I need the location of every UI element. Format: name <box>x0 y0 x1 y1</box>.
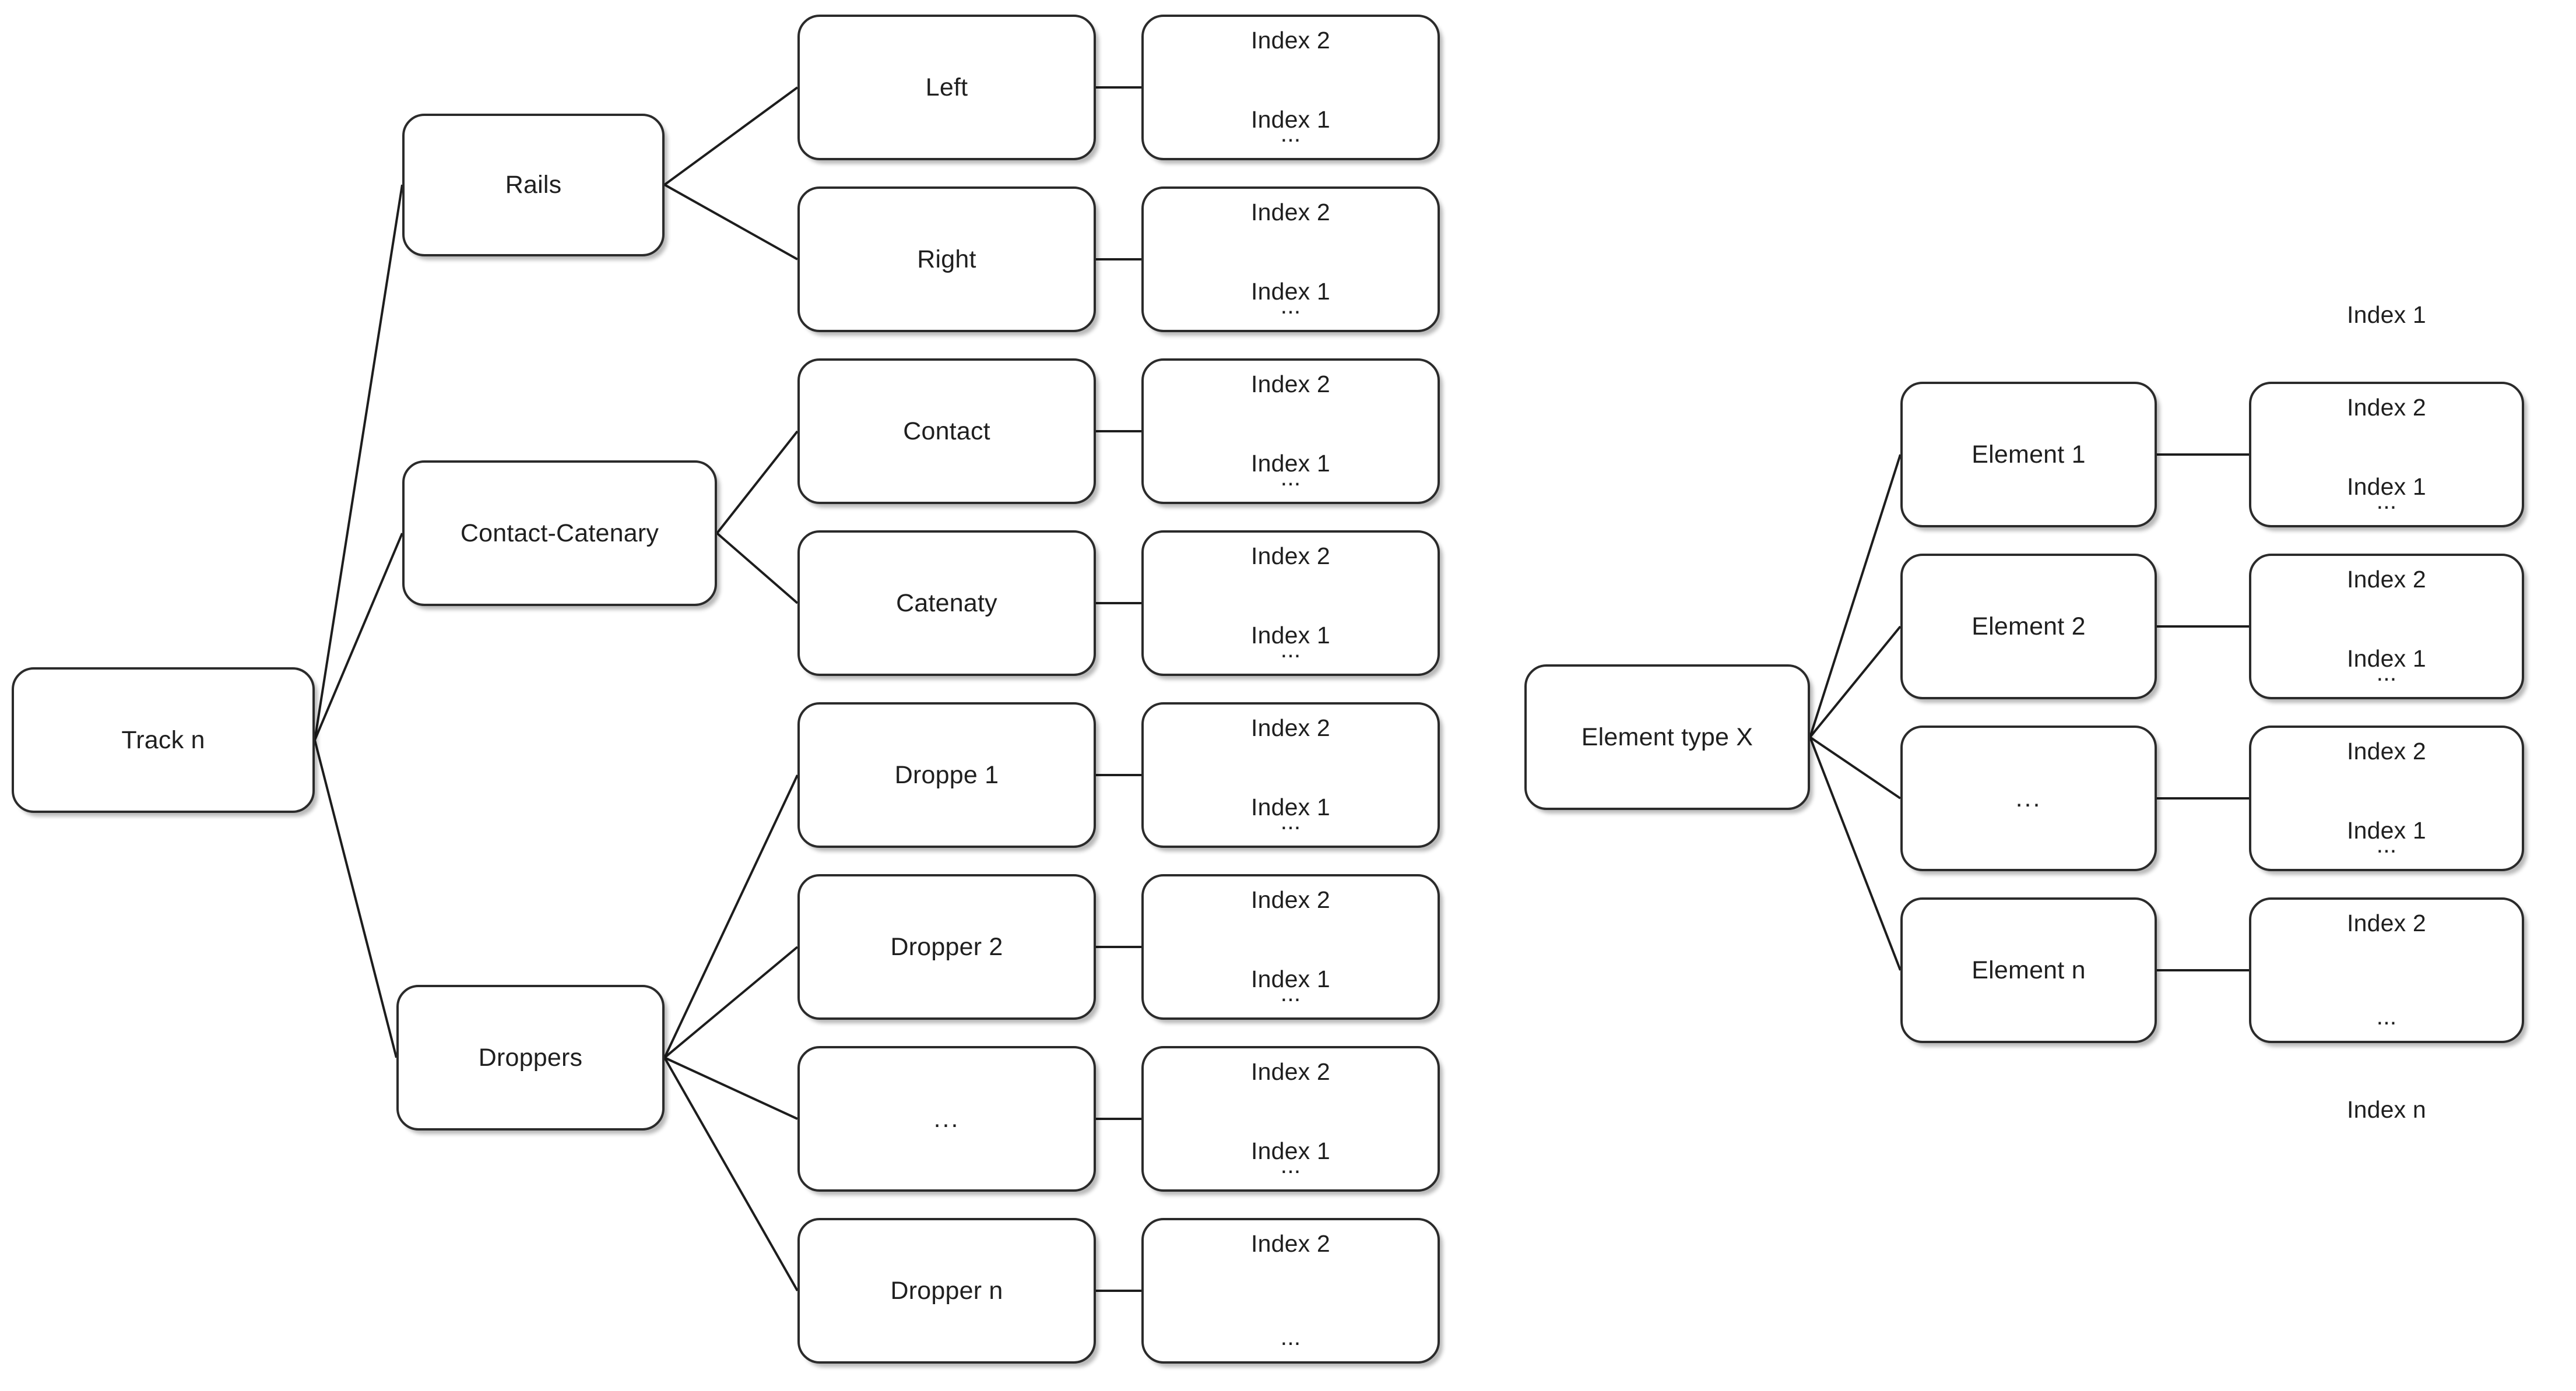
edge-rails-to-right <box>664 184 798 260</box>
node-catenaty[interactable]: Catenaty <box>797 530 1096 676</box>
node-track-n[interactable]: Track n <box>12 667 315 813</box>
node-element-n[interactable]: Element n <box>1900 897 2157 1043</box>
edge-elementtype-to-element-1 <box>1809 454 1902 738</box>
index-line-1: Index 1 <box>2347 645 2426 672</box>
index-line-1: Index 1 <box>2347 301 2426 328</box>
edge-elementtype-to-ellipsis <box>1809 736 1902 800</box>
edge-catenary-to-contact <box>716 430 799 534</box>
node-dropper-ellipsis[interactable]: ... <box>797 1046 1096 1192</box>
index-line-1: Index 1 <box>2347 816 2426 844</box>
node-label: ... <box>933 1104 960 1133</box>
node-label: Element 2 <box>1971 612 2086 640</box>
index-line-2: Index 2 <box>1251 714 1330 742</box>
node-element-2[interactable]: Element 2 <box>1900 554 2157 699</box>
index-box-droppe-1[interactable]: Index 1 Index 2 ... Index n <box>1141 622 1440 928</box>
edge-rails-to-left <box>663 86 799 186</box>
index-line-1: Index 1 <box>1251 965 1330 992</box>
index-ellipsis: ... <box>1280 980 1301 1007</box>
index-ellipsis: ... <box>2376 487 2397 515</box>
index-ellipsis: ... <box>2376 659 2397 686</box>
node-rail-right[interactable]: Right <box>797 186 1096 332</box>
index-line-2: Index 2 <box>2347 566 2426 593</box>
node-element-ellipsis[interactable]: ... <box>1900 726 2157 871</box>
node-dropper-n[interactable]: Dropper n <box>797 1218 1096 1364</box>
index-line-1: Index 1 <box>1251 449 1330 477</box>
index-ellipsis: ... <box>1280 1151 1301 1179</box>
node-dropper-2[interactable]: Dropper 2 <box>797 874 1096 1020</box>
node-label: Dropper 2 <box>890 932 1003 961</box>
edge-droppers-to-dropper-2 <box>663 946 799 1059</box>
index-ellipsis: ... <box>2376 831 2397 858</box>
node-label: Dropper n <box>890 1276 1003 1305</box>
node-label: Element n <box>1971 956 2086 984</box>
index-box-rail-right[interactable]: Index 1 Index 2 ... Index n <box>1141 106 1440 412</box>
index-ellipsis: ... <box>1280 120 1301 147</box>
edge-droppers-to-ellipsis <box>664 1057 798 1120</box>
edge-droppers-to-droppe-1 <box>663 774 799 1058</box>
index-box-dropper-ellipsis[interactable]: Index 1 Index 2 ... Index n <box>1141 966 1440 1272</box>
index-box-element-n[interactable]: Index 1 Index 2 ... Index n <box>2249 817 2524 1123</box>
index-line-2: Index 2 <box>1251 1058 1330 1086</box>
edge-droppers-to-dropper-n <box>663 1057 799 1291</box>
node-contact-catenary[interactable]: Contact-Catenary <box>402 460 717 606</box>
index-ellipsis: ... <box>1280 464 1301 491</box>
index-box-element-1[interactable]: Index 1 Index 2 ... Index n <box>2249 301 2524 607</box>
node-label: ... <box>2015 784 2042 812</box>
index-ellipsis: ... <box>1280 636 1301 663</box>
index-list: Index 1 Index 2 ... Index n <box>1251 1073 1330 1391</box>
node-label: Element type X <box>1581 723 1753 751</box>
edge-elementtype-to-element-2 <box>1809 625 1902 738</box>
node-element-type-x[interactable]: Element type X <box>1524 664 1810 810</box>
index-line-2: Index 2 <box>2347 738 2426 765</box>
node-droppe-1[interactable]: Droppe 1 <box>797 702 1096 848</box>
index-line-2: Index 2 <box>1251 886 1330 914</box>
node-label: Catenaty <box>896 589 997 617</box>
index-list: Index 1 Index 2 ... Index n <box>2347 753 2426 1188</box>
node-label: Left <box>925 73 968 101</box>
node-label: Contact-Catenary <box>460 519 659 547</box>
edge-catenary-to-catenaty <box>716 532 799 604</box>
node-label: Droppe 1 <box>894 760 999 789</box>
index-line-2: Index 2 <box>1251 543 1330 570</box>
node-label: Droppers <box>478 1043 583 1072</box>
index-box-element-ellipsis[interactable]: Index 1 Index 2 ... Index n <box>2249 645 2524 951</box>
index-line-2: Index 2 <box>2347 394 2426 421</box>
node-droppers[interactable]: Droppers <box>396 985 665 1131</box>
index-line-1: Index 1 <box>1251 621 1330 649</box>
node-label: Right <box>917 245 976 273</box>
node-contact[interactable]: Contact <box>797 358 1096 504</box>
index-line-2: Index 2 <box>1251 1230 1330 1258</box>
node-label: Track n <box>121 726 205 754</box>
index-ellipsis: ... <box>2376 1003 2397 1030</box>
node-label: Contact <box>903 417 990 445</box>
index-ellipsis: ... <box>1280 292 1301 319</box>
node-label: Rails <box>505 171 562 199</box>
node-rail-left[interactable]: Left <box>797 15 1096 160</box>
index-ellipsis: ... <box>1280 1323 1301 1351</box>
index-box-dropper-n[interactable]: Index 1 Index 2 ... Index n <box>1141 1138 1440 1364</box>
index-line-1: Index 1 <box>1251 277 1330 305</box>
index-ellipsis: ... <box>1280 808 1301 835</box>
index-line-n: Index n <box>2347 1096 2426 1124</box>
edge-track-to-droppers <box>314 739 398 1058</box>
edge-track-to-catenary <box>314 533 403 741</box>
index-line-2: Index 2 <box>2347 910 2426 937</box>
node-label: Element 1 <box>1971 440 2086 469</box>
index-line-1: Index 1 <box>2347 473 2426 500</box>
node-rails[interactable]: Rails <box>402 114 665 256</box>
index-line-1: Index 1 <box>1251 105 1330 133</box>
index-line-2: Index 2 <box>1251 371 1330 398</box>
index-line-1: Index 1 <box>1251 1137 1330 1164</box>
index-line-2: Index 2 <box>1251 199 1330 226</box>
index-box-rail-left[interactable]: Index 1 Index 2 ... Index n <box>1141 15 1440 240</box>
node-element-1[interactable]: Element 1 <box>1900 382 2157 527</box>
edge-track-to-rails <box>314 184 403 741</box>
index-line-2: Index 2 <box>1251 27 1330 54</box>
edge-elementtype-to-element-n <box>1809 737 1902 971</box>
index-line-1: Index 1 <box>1251 793 1330 820</box>
